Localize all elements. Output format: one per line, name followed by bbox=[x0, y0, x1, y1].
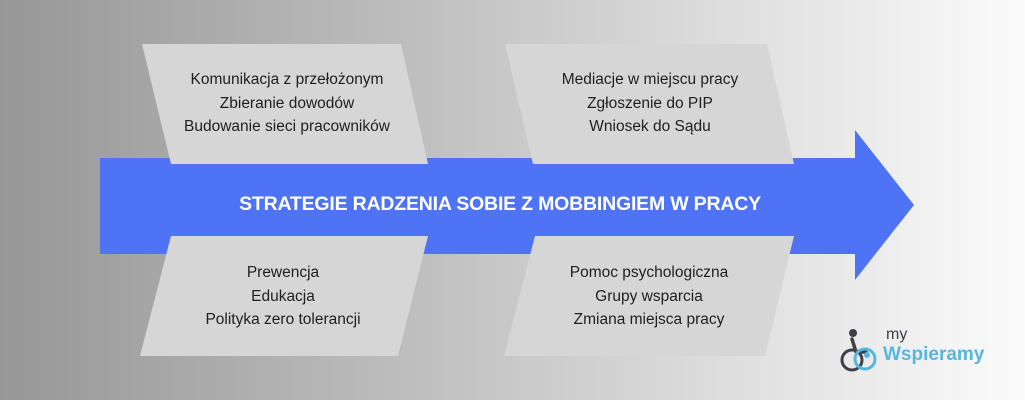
strategy-block-communication: Komunikacja z przełożonym Zbieranie dowo… bbox=[137, 68, 437, 139]
panel-top-right bbox=[505, 44, 794, 164]
strategy-item: Mediacje w miejscu pracy bbox=[561, 71, 739, 88]
logo-prefix: my bbox=[886, 326, 908, 343]
strategy-item: Komunikacja z przełożonym bbox=[190, 71, 384, 88]
strategy-item: Wniosek do Sądu bbox=[589, 118, 711, 135]
panel-top-left bbox=[142, 44, 428, 164]
strategy-item: Zbieranie dowodów bbox=[219, 94, 355, 112]
logo-figure-icon bbox=[840, 329, 877, 372]
panel-bottom-left bbox=[140, 236, 428, 356]
logo-wordmark: Wspieramy bbox=[883, 344, 985, 365]
strategy-item: Pomoc psychologiczna bbox=[569, 264, 729, 281]
strategy-block-prevention: Prewencja Edukacja Polityka zero toleran… bbox=[133, 261, 433, 332]
panel-bottom-right bbox=[504, 236, 794, 356]
logo[interactable]: my Wspieramy bbox=[836, 326, 996, 374]
strategy-item: Grupy wsparcia bbox=[595, 287, 703, 305]
strategy-item: Polityka zero tolerancji bbox=[205, 311, 361, 328]
strategy-item: Zmiana miejsca pracy bbox=[573, 311, 725, 328]
strategy-block-formal-actions: Mediacje w miejscu pracy Zgłoszenie do P… bbox=[500, 68, 800, 139]
strategy-item: Zgłoszenie do PIP bbox=[587, 94, 713, 112]
strategy-block-support: Pomoc psychologiczna Grupy wsparcia Zmia… bbox=[499, 261, 799, 332]
strategy-item: Prewencja bbox=[246, 264, 320, 281]
strategy-item: Budowanie sieci pracowników bbox=[184, 118, 390, 135]
diagram-title: STRATEGIE RADZENIA SOBIE Z MOBBINGIEM W … bbox=[239, 193, 761, 215]
strategy-item: Edukacja bbox=[251, 287, 315, 305]
